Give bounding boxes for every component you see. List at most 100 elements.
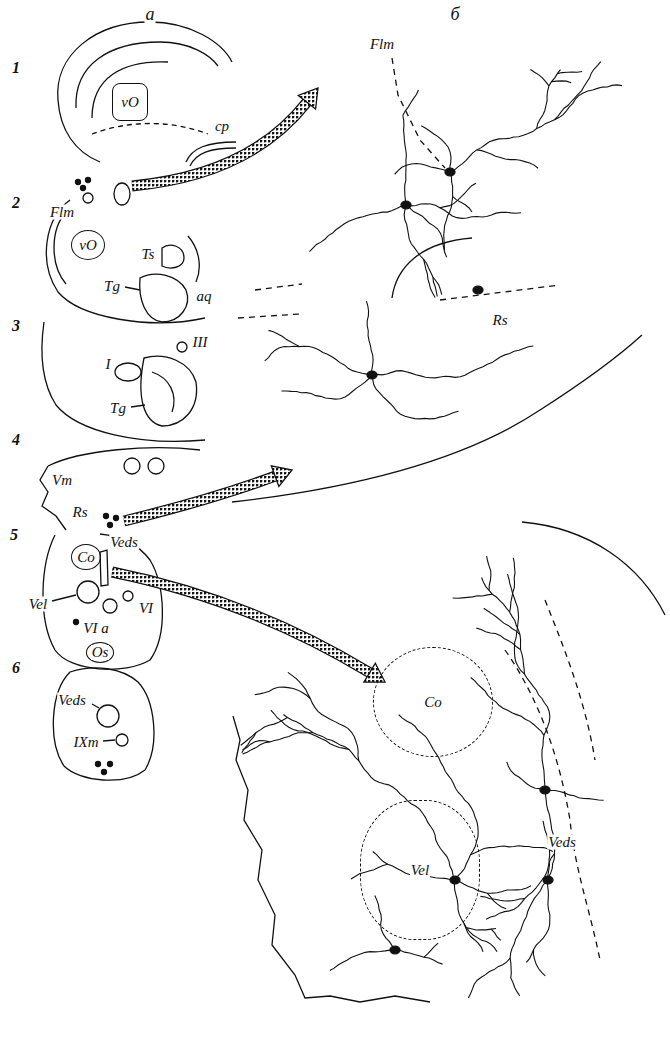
dendrite (366, 301, 373, 375)
dendrite (486, 854, 554, 919)
nucleus-label: Os (91, 645, 110, 660)
dendrite (372, 346, 533, 378)
dashed-boundary (505, 650, 600, 960)
dendrite (399, 715, 478, 880)
dendrite (453, 197, 472, 212)
dendrite (242, 741, 269, 750)
neuron (309, 90, 521, 297)
nucleus-outline (123, 591, 133, 601)
layer-line (76, 42, 218, 108)
dendrite (530, 69, 548, 85)
dashed-boundary (392, 58, 445, 168)
dendrite (526, 880, 550, 962)
structure-label: I (105, 357, 112, 372)
section-3 (42, 322, 205, 441)
structure-label: Flm (369, 37, 395, 52)
section-outline (58, 100, 100, 162)
nucleus-oval: vO (71, 230, 105, 260)
dendrite (309, 205, 406, 252)
cell-dot (102, 770, 107, 775)
dendrite (255, 687, 311, 698)
dendrite (281, 375, 372, 399)
enlarged-regions (232, 58, 665, 1002)
region-boundary (232, 335, 642, 502)
structure-label: Veds (109, 535, 139, 550)
neuron (241, 672, 553, 951)
nucleus-outline (141, 356, 197, 426)
arrow-body (112, 572, 370, 673)
neuron (453, 556, 604, 998)
nucleus-outline (100, 550, 108, 586)
nucleus-label: vO (78, 238, 98, 253)
leader-line (125, 287, 140, 290)
arrow-body (112, 572, 370, 673)
cell-body (473, 286, 483, 294)
dendrite (424, 943, 438, 957)
section-4 (40, 448, 200, 530)
cell-body (401, 201, 411, 209)
pointer-arrows (112, 88, 385, 682)
dendrite (440, 183, 476, 208)
dendrite (510, 790, 555, 978)
nucleus-oval: Os (86, 642, 115, 663)
nucleus-outline (77, 581, 99, 603)
cell-body (367, 371, 377, 379)
dendrite (480, 896, 524, 901)
dendrite (283, 715, 455, 880)
cell-dot (114, 516, 119, 521)
structure-label: III (192, 335, 209, 350)
dendrite (288, 672, 359, 760)
panel-letter: а (145, 5, 156, 23)
structure-label: VI a (82, 621, 109, 636)
arrow-head (364, 663, 385, 682)
layer-line (92, 62, 168, 118)
section-number: 1 (11, 60, 21, 76)
dashed-boundary (440, 285, 560, 300)
structure-label: aq (196, 289, 213, 304)
dendrite (555, 62, 601, 120)
leader-line (92, 704, 99, 708)
structure-label: Vm (51, 473, 73, 488)
region-boundary (392, 238, 472, 298)
cell-dot (81, 186, 86, 191)
nucleus-outline (114, 183, 130, 205)
region-boundary (233, 716, 430, 1002)
section-2 (46, 200, 205, 352)
section-6 (53, 668, 154, 780)
arrow-head (271, 466, 292, 487)
arrow-body (132, 102, 307, 186)
nucleus-label: Vel (410, 863, 430, 878)
structure-label: Ts (141, 247, 156, 262)
neuron (265, 301, 534, 419)
dendrite (375, 896, 395, 950)
dendrite (466, 928, 496, 930)
nucleus-circle: Co (71, 544, 101, 570)
arrow-head (298, 88, 318, 109)
dashed-boundary (238, 314, 300, 318)
arrow-body (132, 102, 307, 186)
dendrite (533, 949, 545, 975)
structure-label: VI (138, 601, 154, 616)
section-number: 5 (9, 527, 19, 543)
nucleus-outline (116, 734, 128, 746)
dendrite (403, 115, 407, 205)
nucleus-outline (148, 458, 164, 474)
structure-label: IXm (73, 735, 100, 750)
nucleus-outline (124, 458, 140, 474)
dendrite (543, 821, 550, 880)
aqueduct-line (188, 236, 199, 282)
section-outline (53, 668, 154, 780)
dendrite (330, 950, 395, 970)
dendrite (455, 880, 531, 893)
section-outline (58, 22, 232, 100)
nucleus-outline (162, 245, 184, 268)
layer-line (152, 372, 174, 412)
nucleus-outline (177, 342, 187, 352)
nucleus-label: vO (120, 95, 140, 110)
dendrite (373, 851, 455, 880)
section-outline (42, 322, 205, 441)
cell-dot (74, 620, 79, 625)
